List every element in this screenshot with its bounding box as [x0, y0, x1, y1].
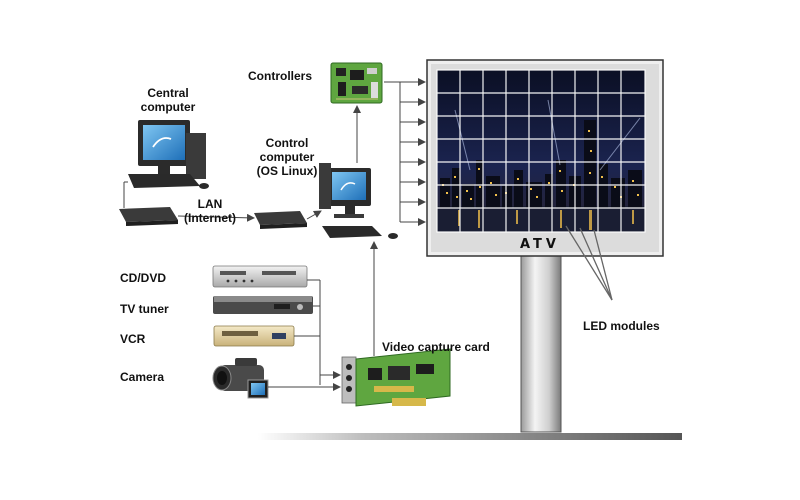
tv-tuner-icon [213, 296, 313, 314]
central-computer-label: Central computer [140, 86, 196, 114]
desktop-pc-icon [319, 163, 398, 239]
led-modules-pointer [565, 225, 613, 301]
dvd-player-icon [212, 265, 308, 288]
desktop-pc-icon [128, 120, 209, 189]
camcorder-icon [212, 358, 269, 399]
billboard-pole [520, 251, 562, 433]
connections [123, 78, 426, 391]
led-billboard-icon [426, 59, 664, 257]
modem-icon [254, 211, 307, 229]
cd-dvd-label: CD/DVD [120, 271, 167, 285]
vcr-icon [213, 325, 295, 347]
billboard-logo: ATV [520, 237, 560, 252]
capture-card-icon [341, 348, 451, 407]
modem-icon [119, 207, 178, 226]
led-module-grid [436, 69, 646, 233]
led-modules-label: LED modules [583, 319, 660, 333]
circuit-board-icon [330, 62, 383, 104]
control-computer-label-line2: computer [259, 150, 315, 164]
lan-label: LAN (Internet) [184, 197, 236, 225]
video-capture-card-label: Video capture card [382, 340, 490, 354]
ground-line [258, 433, 682, 440]
tv-tuner-label: TV tuner [120, 302, 169, 316]
control-computer-label-line3: (OS Linux) [256, 164, 318, 178]
vcr-label: VCR [120, 332, 146, 346]
controllers-label: Controllers [248, 69, 313, 83]
control-computer-label-line1: Control [265, 136, 309, 150]
camera-label: Camera [120, 370, 165, 384]
light-beams [454, 99, 641, 171]
